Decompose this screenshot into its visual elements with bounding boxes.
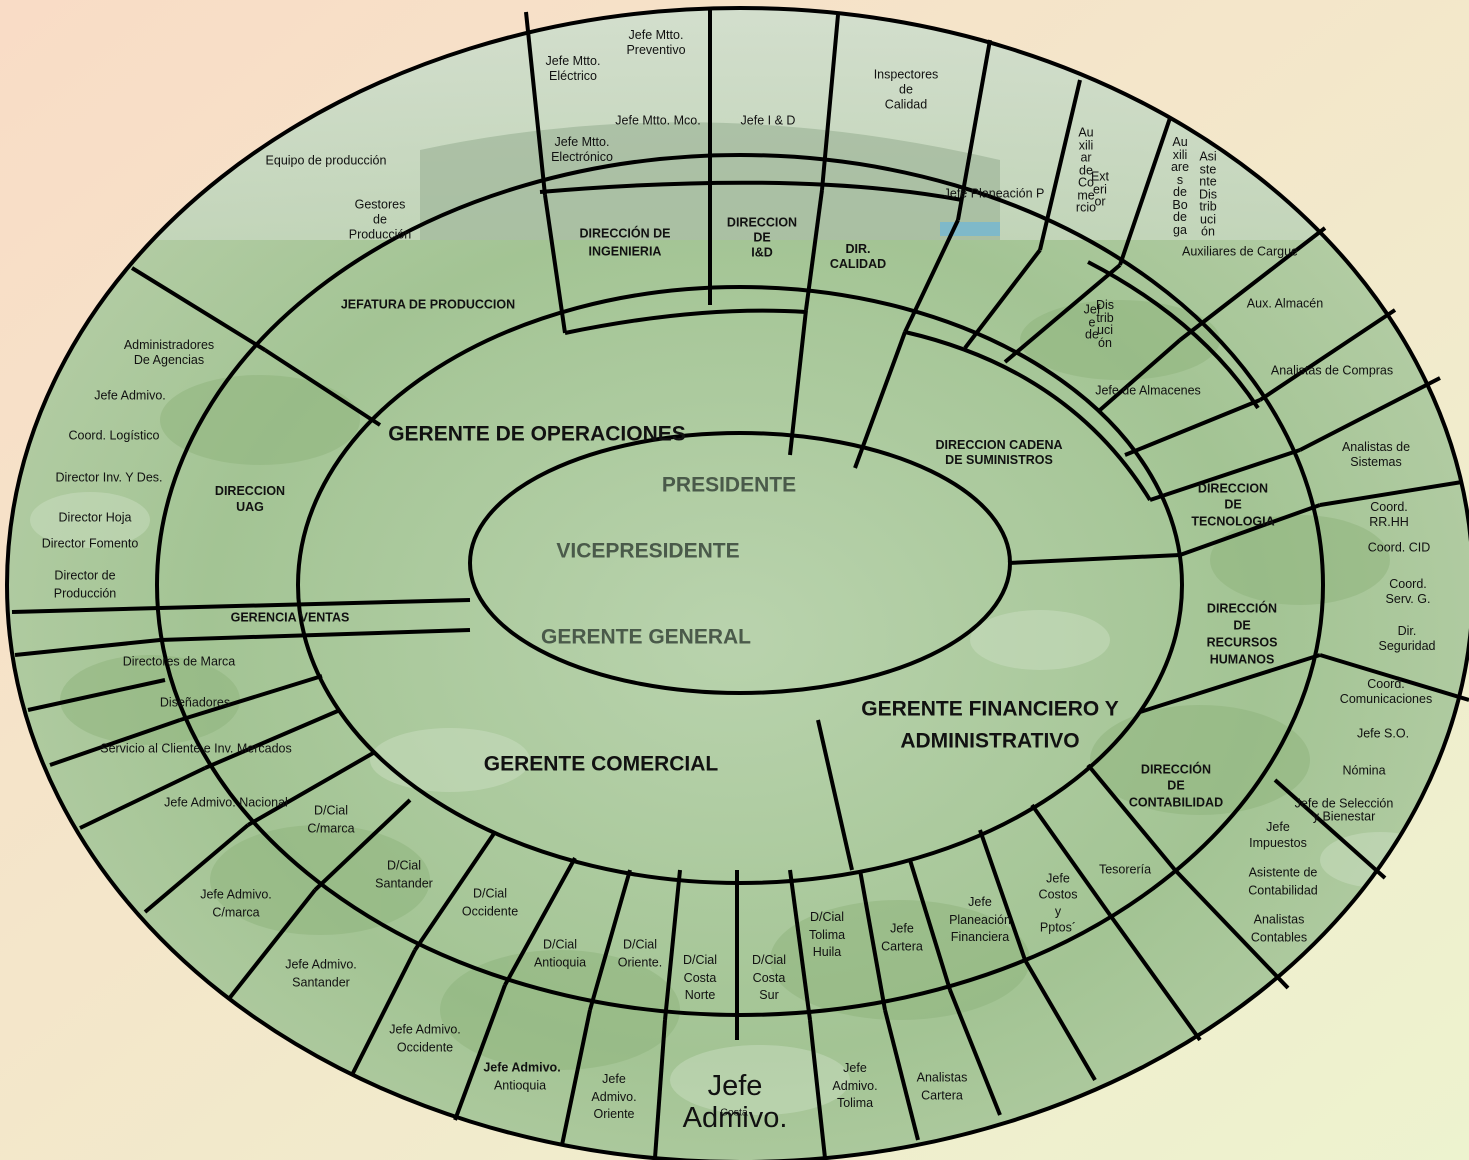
jefe-mtto-preventivo: Jefe Mtto. Preventivo [626,28,686,57]
jefe-admivo-cmarca: Jefe Admivo. C/marca [200,887,272,920]
gestores-produccion: Gestores de Producción [348,197,412,242]
jefe-seleccion-bienestar: Jefe de Selección y Bienestar [1294,796,1394,823]
disenadores: Diseñadores [159,695,231,710]
asistente-contabilidad: Asistente de Contabilidad [1248,865,1318,898]
dcial-oriente: D/Cial Oriente. [617,937,663,970]
exterior-label: Ext eri or [1090,169,1110,209]
vicepresidente-label: VICEPRESIDENTE [556,539,740,563]
jefe-mtto-electronico: Jefe Mtto. Electrónico [551,135,613,164]
coord-serv-g: Coord. Serv. G. [1385,577,1431,606]
direccion-cadena-label: DIRECCION CADENA DE SUMINISTROS [935,438,1063,467]
direccion-ingenieria-label: DIRECCIÓN DE INGENIERIA [579,226,671,259]
jefe-planeacion-financiera: Jefe Planeación Financiera [949,894,1011,944]
jefe-almacenes: Jefe de Almacenes [1095,383,1201,398]
jefe-admivo-nacional: Jefe Admivo. Nacional [164,795,288,810]
jefe-admivo: Jefe Admivo. [94,388,166,403]
jefe-distribucion-b: Dis trib uci ón [1095,298,1115,350]
equipo-produccion: Equipo de producción [265,153,387,168]
division-lines [5,6,1469,1160]
nomina: Nómina [1342,763,1386,778]
dcial-cmarca: D/Cial C/marca [307,803,355,836]
coord-rrhh: Coord. RR.HH [1369,500,1409,529]
dcial-santander: D/Cial Santander [375,858,433,891]
auxiliar-comercio: Au xili ar de Co me rcio [1075,125,1097,215]
gerencia-ventas-label: GERENCIA VENTAS [230,610,350,625]
presidente-label: PRESIDENTE [661,473,797,497]
jefe-admivo-tolima: Jefe Admivo. Tolima [832,1060,878,1110]
jefe-impuestos: Jefe Impuestos [1249,819,1307,850]
jefe-mtto-mco: Jefe Mtto. Mco. [615,113,701,128]
jefe-planeacion-p: Jefe Planeación P [943,186,1045,201]
jefe-admivo-occidente: Jefe Admivo. Occidente [389,1022,461,1055]
director-fomento: Director Fomento [41,536,139,551]
asistente-distribucion: Asi ste nte Dis trib uci ón [1198,149,1218,239]
aux-almacen: Aux. Almacén [1246,296,1324,311]
gerente-comercial-label: GERENTE COMERCIAL [483,752,719,776]
director-inv-des: Director Inv. Y Des. [55,470,163,485]
dcial-costa-norte: D/Cial Costa Norte [682,952,718,1002]
analistas-sistemas: Analistas de Sistemas [1341,440,1411,469]
direccion-rrhh-label: DIRECCIÓN DE RECURSOS HUMANOS [1206,601,1278,666]
direccion-tecnologia-label: DIRECCION DE TECNOLOGIA [1191,481,1275,529]
coord-cid: Coord. CID [1367,540,1431,555]
jefe-id: Jefe I & D [740,113,796,128]
directores-marca: Directores de Marca [122,654,236,669]
direccion-uag-label: DIRECCION UAG [214,483,286,514]
tesoreria: Tesorería [1098,862,1152,877]
auxiliares-cargue: Auxiliares de Cargue [1181,244,1299,259]
analistas-contables: Analistas Contables [1250,912,1308,945]
dir-calidad-label: DIR. CALIDAD [829,242,887,271]
coord-comunicaciones: Coord. Comunicaciones [1339,677,1433,706]
direccion-id-label: DIRECCION DE I&D [726,215,798,260]
jefe-so: Jefe S.O. [1356,726,1410,741]
gerente-operaciones-label: GERENTE DE OPERACIONES [388,422,686,446]
dir-seguridad: Dir. Seguridad [1378,624,1436,653]
jefe-admivo-antioquia-title: Jefe Admivo. [483,1060,561,1075]
dcial-tolima-huila: D/Cial Tolima Huila [808,909,846,959]
auxiliares-bodega: Au xili are s de Bo de ga [1170,135,1190,237]
analistas-cartera: Analistas Cartera [916,1070,968,1103]
jefe-admivo-costa: Jefe Admivo. [682,1070,788,1134]
director-hoja: Director Hoja [58,510,132,525]
dcial-occidente: D/Cial Occidente [461,886,519,919]
jefatura-produccion-label: JEFATURA DE PRODUCCION [340,297,516,312]
servicio-cliente: Servicio al Cliente e Inv. Mercados [100,741,292,756]
costa-label: Costa [720,1106,748,1119]
jefe-distribucion-a: Jef e de [1083,302,1101,342]
jefe-mtto-electrico: Jefe Mtto. Eléctrico [545,54,601,83]
dcial-costa-sur: D/Cial Costa Sur [751,952,787,1002]
inspectores-calidad: Inspectores de Calidad [873,67,939,112]
gerente-general-label: GERENTE GENERAL [540,625,752,649]
jefe-cartera: Jefe Cartera [881,921,923,954]
direccion-contabilidad-label: DIRECCIÓN DE CONTABILIDAD [1128,762,1224,810]
jefe-costos-pptos: Jefe Costos y Pptos´ [1038,871,1078,935]
coord-logistico: Coord. Logístico [68,428,160,443]
jefe-admivo-santander: Jefe Admivo. Santander [285,957,357,990]
jefe-admivo-antioquia-region: Antioquia [493,1078,547,1093]
jefe-admivo-oriente: Jefe Admivo. Oriente [591,1071,637,1121]
gerente-financiero-label: GERENTE FINANCIERO Y ADMINISTRATIVO [861,697,1119,753]
administradores-agencias: Administradores De Agencias [123,338,215,367]
director-produccion: Director de Producción [53,568,117,601]
dcial-antioquia: D/Cial Antioquia [533,937,587,970]
analistas-compras: Analistas de Compras [1270,363,1394,378]
